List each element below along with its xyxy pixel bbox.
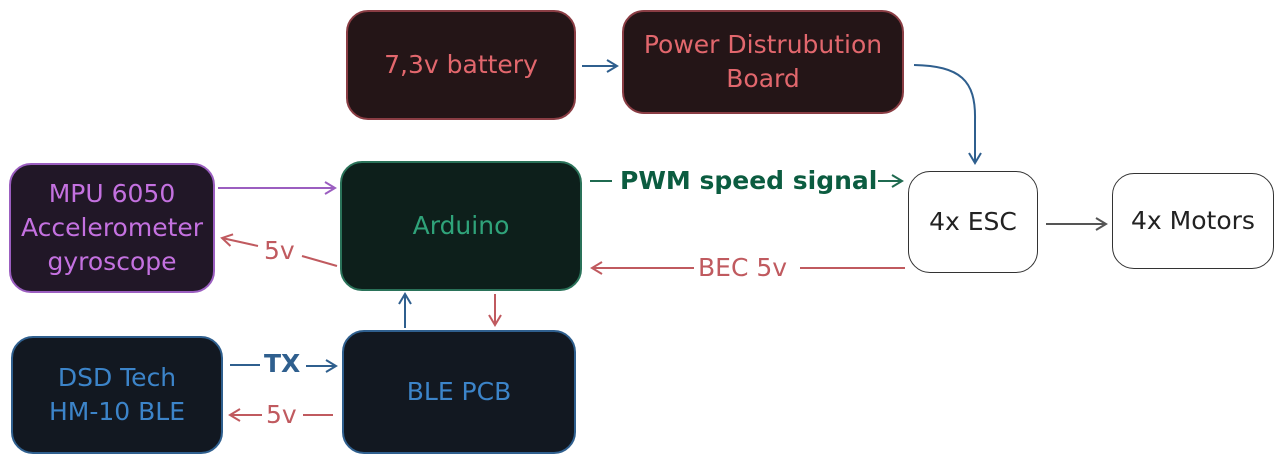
mpu-6050-node: MPU 6050 Accelerometer gyroscope [9, 163, 215, 293]
bec-5v-label: BEC 5v [698, 253, 788, 282]
pdb-label: Power Distrubution Board [643, 30, 883, 93]
ble-pcb-label: BLE PCB [406, 377, 512, 407]
arrow-arduino-to-mpu-5v-head [220, 233, 259, 247]
power-distribution-board-node: Power Distrubution Board [622, 10, 904, 114]
motors-label: 4x Motors [1131, 206, 1255, 236]
motors-node: 4x Motors [1112, 173, 1274, 269]
esc-label: 4x ESC [929, 207, 1017, 237]
arduino-node: Arduino [340, 161, 582, 291]
arrow-pdb-to-esc [913, 64, 982, 165]
hm10-ble-node: DSD Tech HM-10 BLE [11, 336, 223, 454]
hm10-label: DSD Tech HM-10 BLE [48, 363, 186, 426]
battery-node: 7,3v battery [346, 10, 576, 120]
arduino-label: Arduino [412, 211, 510, 241]
arrow-arduino-to-mpu-5v [301, 255, 338, 267]
mpu-5v-label: 5v [264, 236, 295, 265]
battery-label: 7,3v battery [384, 50, 538, 80]
mpu-label: MPU 6050 Accelerometer gyroscope [20, 179, 204, 276]
esc-node: 4x ESC [908, 171, 1038, 273]
hm10-5v-label: 5v [266, 400, 297, 429]
ble-pcb-node: BLE PCB [342, 330, 576, 454]
tx-label: TX [264, 349, 301, 378]
pwm-speed-signal-label: PWM speed signal [620, 166, 878, 195]
